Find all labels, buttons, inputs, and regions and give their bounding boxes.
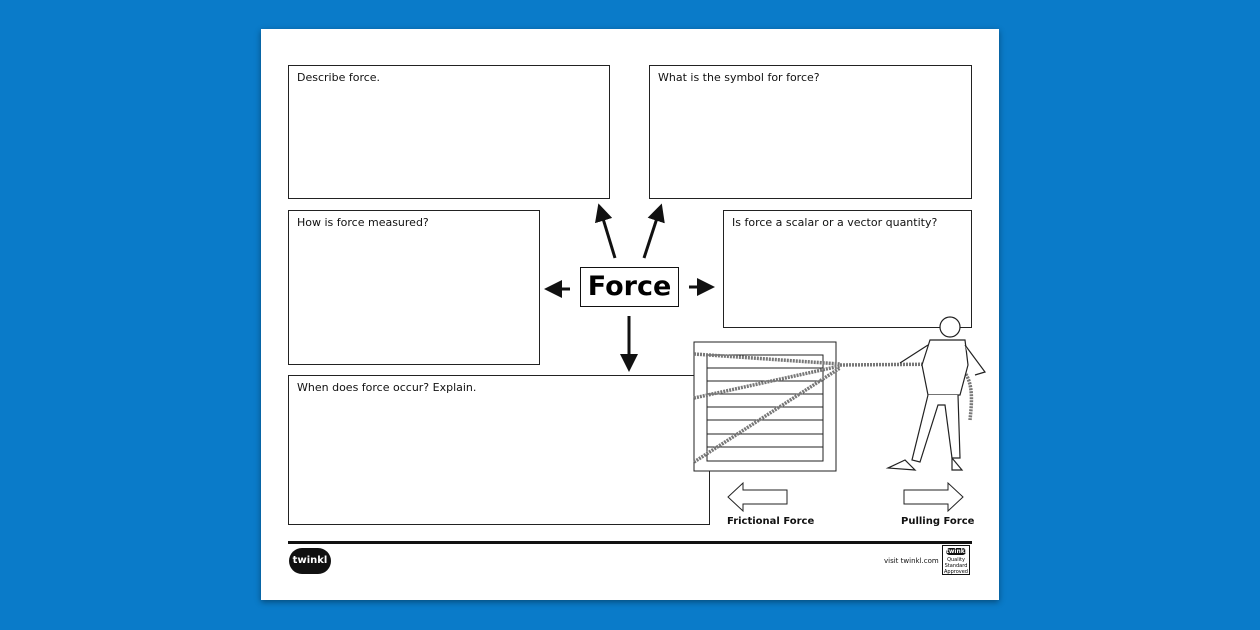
central-title: Force [580, 267, 679, 307]
frictional-force-label: Frictional Force [727, 516, 815, 527]
pulling-force-label: Pulling Force [901, 516, 975, 527]
footer-divider [288, 541, 972, 544]
twinkl-logo[interactable]: twinkl [289, 548, 331, 574]
person-pulling-icon [885, 316, 986, 471]
badge-logo: twinkl [946, 548, 967, 555]
answer-box-describe[interactable]: Describe force. [288, 65, 610, 199]
arrow-right-icon [903, 481, 964, 513]
arrow-left-icon [727, 481, 788, 513]
prompt: What is the symbol for force? [658, 71, 820, 84]
prompt: Describe force. [297, 71, 381, 84]
answer-box-occur[interactable]: When does force occur? Explain. [288, 375, 710, 525]
prompt: How is force measured? [297, 216, 429, 229]
prompt: When does force occur? Explain. [297, 381, 477, 394]
answer-box-symbol[interactable]: What is the symbol for force? [649, 65, 972, 199]
badge-text: Quality Standard Approved [944, 557, 968, 575]
visit-link[interactable]: visit twinkl.com [884, 557, 939, 565]
rope-icon [693, 352, 974, 464]
answer-box-scalar-vector[interactable]: Is force a scalar or a vector quantity? [723, 210, 972, 328]
prompt: Is force a scalar or a vector quantity? [732, 216, 938, 229]
arrow-icons [544, 203, 715, 372]
answer-box-measured[interactable]: How is force measured? [288, 210, 540, 365]
